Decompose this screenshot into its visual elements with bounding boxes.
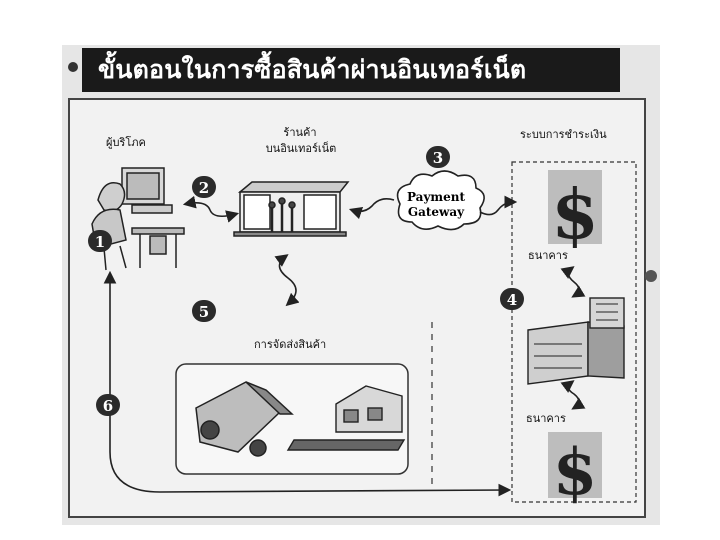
step-badge-2: 2	[192, 176, 216, 198]
binder-hole	[645, 270, 657, 282]
arrow-store-delivery	[274, 254, 300, 307]
step-number: 6	[103, 397, 113, 415]
diagram-title: ขั้นตอนในการซื้อสินค้าผ่านอินเทอร์เน็ต	[82, 48, 620, 92]
consumer-computer-icon	[91, 167, 185, 271]
arrow-gateway-store	[348, 198, 395, 220]
arrow-server-bank-bottom	[560, 380, 586, 410]
consumer-label: ผู้บริโภค	[106, 136, 146, 149]
payment-system-box	[511, 161, 637, 503]
step-badge-4: 4	[500, 288, 524, 310]
step-number: 5	[199, 303, 209, 321]
bank-server-icon	[527, 297, 625, 385]
store-label-line2: บนอินเทอร์เน็ต	[265, 142, 337, 155]
dollar-sign-bottom: $	[553, 435, 598, 510]
arrow-bank-server-top	[560, 266, 586, 298]
step-badge-1: 1	[88, 230, 112, 252]
dollar-icon: $	[548, 432, 602, 510]
bank-label-bottom: ธนาคาร	[526, 412, 566, 425]
title-bullet	[68, 62, 78, 72]
arrow-consumer-store	[182, 195, 240, 223]
step-badge-5: 5	[192, 300, 216, 322]
online-store-icon	[233, 181, 350, 237]
step-number: 3	[433, 149, 443, 167]
payment-system-label: ระบบการชำระเงิน	[520, 128, 607, 141]
gateway-label-line1: Payment	[407, 190, 466, 204]
step-badge-3: 3	[426, 146, 450, 168]
payment-gateway-cloud	[396, 170, 485, 231]
bank-label-top: ธนาคาร	[528, 249, 568, 262]
step-number: 4	[507, 291, 517, 309]
step-number: 1	[95, 233, 105, 251]
dollar-icon: $	[548, 170, 602, 255]
step-badge-6: 6	[96, 394, 120, 416]
flow-arrows	[103, 195, 586, 497]
arrow-gateway-bank	[479, 195, 518, 216]
gateway-label-line2: Gateway	[408, 205, 465, 219]
step-number: 2	[199, 179, 209, 197]
arrow-consumer-bank-loop	[103, 270, 512, 497]
dollar-sign-top: $	[551, 175, 598, 255]
step-badges: 1 2 3 4 5 6	[88, 146, 524, 416]
store-label-line1: ร้านค้า	[283, 126, 317, 139]
